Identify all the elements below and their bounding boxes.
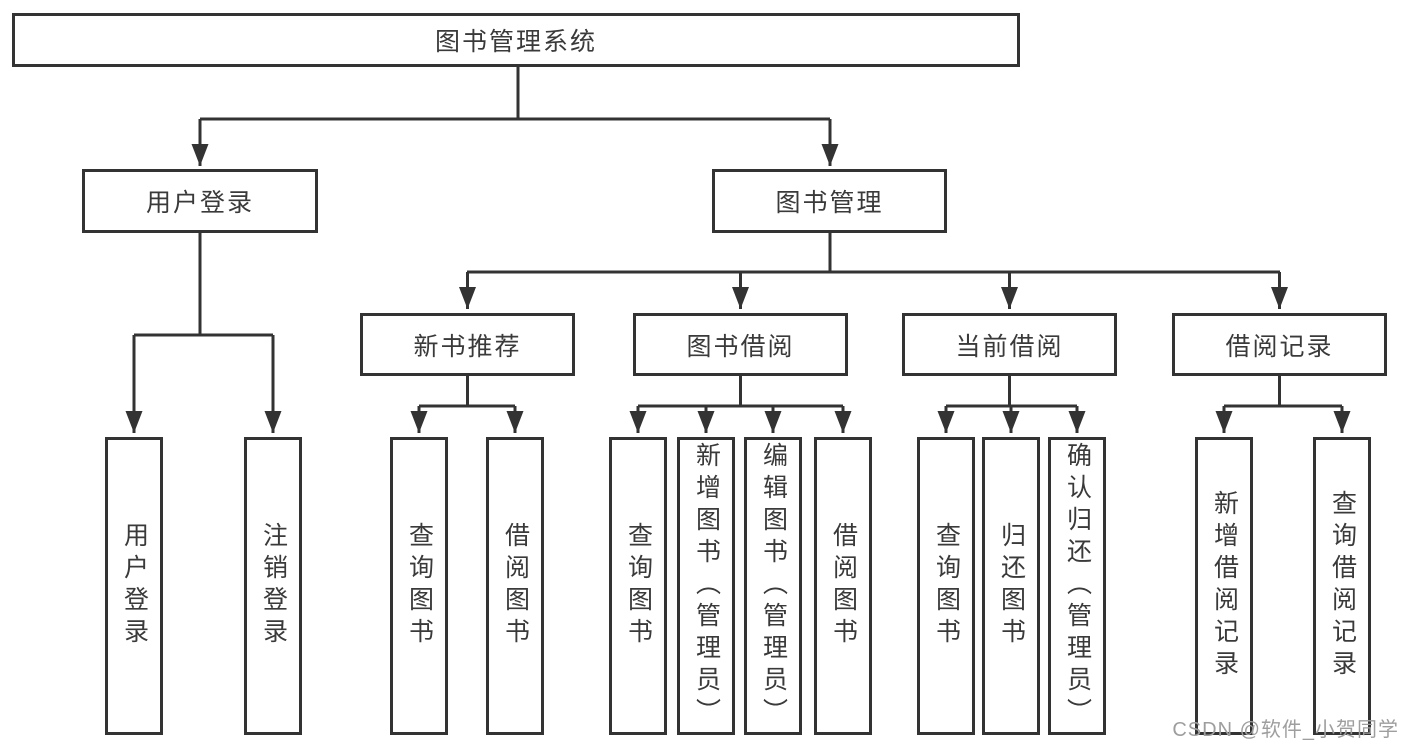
node-label: 借阅图书 bbox=[829, 522, 858, 650]
node-label: 确认归还（管理员） bbox=[1063, 442, 1092, 730]
leaf-borrow-books-borrowing: 借阅图书 bbox=[814, 437, 872, 735]
node-label: 编辑图书（管理员） bbox=[759, 442, 788, 730]
leaf-confirm-return-admin: 确认归还（管理员） bbox=[1048, 437, 1106, 735]
leaf-borrow-books-recommend: 借阅图书 bbox=[486, 437, 544, 735]
leaf-user-login: 用户登录 bbox=[105, 437, 163, 735]
connector-current-borrowing-children bbox=[937, 376, 1086, 433]
leaf-return-books: 归还图书 bbox=[982, 437, 1040, 735]
node-current-borrowing: 当前借阅 bbox=[902, 313, 1117, 376]
node-label: 用户登录 bbox=[120, 522, 149, 650]
node-borrowing-records: 借阅记录 bbox=[1172, 313, 1387, 376]
node-label: 查询借阅记录 bbox=[1328, 490, 1357, 682]
node-book-management-system: 图书管理系统 bbox=[12, 13, 1020, 67]
connector-book-borrowing-children bbox=[629, 376, 852, 433]
leaf-edit-book-admin: 编辑图书（管理员） bbox=[744, 437, 802, 735]
connector-book-management-children bbox=[459, 233, 1288, 309]
node-label: 借阅图书 bbox=[501, 522, 530, 650]
node-label: 查询图书 bbox=[624, 522, 653, 650]
leaf-query-books-recommend: 查询图书 bbox=[390, 437, 448, 735]
node-label: 注销登录 bbox=[259, 522, 288, 650]
node-book-management: 图书管理 bbox=[712, 169, 947, 233]
leaf-add-book-admin: 新增图书（管理员） bbox=[677, 437, 735, 735]
connector-root-to-level2 bbox=[191, 67, 839, 166]
connector-borrowing-records-children bbox=[1215, 376, 1351, 433]
node-label: 图书管理 bbox=[775, 189, 884, 217]
node-label: 借阅记录 bbox=[1225, 332, 1334, 361]
leaf-logout: 注销登录 bbox=[244, 437, 302, 735]
node-new-book-recommend: 新书推荐 bbox=[360, 313, 575, 376]
csdn-watermark: CSDN @软件_小贺同学 bbox=[1172, 719, 1399, 741]
node-label: 用户登录 bbox=[145, 189, 254, 217]
connector-new-book-recommend-children bbox=[410, 376, 524, 433]
leaf-add-borrow-record: 新增借阅记录 bbox=[1195, 437, 1253, 735]
node-book-borrowing: 图书借阅 bbox=[633, 313, 848, 376]
node-label: 图书借阅 bbox=[686, 332, 795, 361]
node-label: 新增图书（管理员） bbox=[692, 442, 721, 730]
leaf-query-borrow-record: 查询借阅记录 bbox=[1313, 437, 1371, 735]
node-label: 新书推荐 bbox=[413, 332, 522, 361]
node-label: 归还图书 bbox=[997, 522, 1026, 650]
leaf-query-books-borrowing: 查询图书 bbox=[609, 437, 667, 735]
node-label: 图书管理系统 bbox=[434, 28, 597, 56]
leaf-query-books-current: 查询图书 bbox=[917, 437, 975, 735]
connector-user-login-children bbox=[125, 233, 282, 433]
node-label: 新增借阅记录 bbox=[1210, 490, 1239, 682]
node-label: 查询图书 bbox=[405, 522, 434, 650]
node-label: 查询图书 bbox=[932, 522, 961, 650]
node-user-login: 用户登录 bbox=[82, 169, 318, 233]
node-label: 当前借阅 bbox=[955, 332, 1064, 361]
